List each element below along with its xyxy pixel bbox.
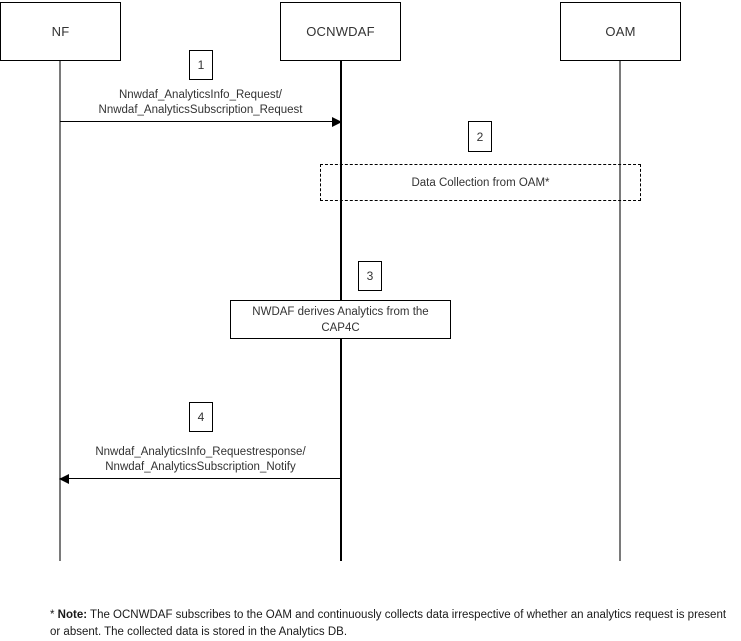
footnote-note: * Note: The OCNWDAF subscribes to the OA… — [50, 607, 730, 641]
step-badge-1: 1 — [189, 50, 213, 80]
participant-label-oam: OAM — [605, 24, 636, 39]
participant-box-ocnwdaf[interactable]: OCNWDAF — [280, 2, 401, 61]
step-number-3: 3 — [366, 269, 374, 283]
lifeline-nf — [59, 61, 61, 561]
footnote-keyword: Note: — [57, 609, 88, 621]
step-number-2: 2 — [476, 129, 484, 144]
fragment-2-label: Data Collection from OAM* — [411, 176, 550, 189]
participant-box-nf[interactable]: NF — [0, 2, 121, 61]
participant-box-oam[interactable]: OAM — [560, 2, 681, 61]
message-1-label: Nnwdaf_AnalyticsInfo_Request/ Nnwdaf_Ana… — [98, 89, 303, 116]
message-4-line — [60, 478, 341, 479]
footnote-text: The OCNWDAF subscribes to the OAM and co… — [50, 609, 727, 638]
activity-box-3-nwdaf-derives-analytics[interactable]: NWDAF derives Analytics from the CAP4C — [230, 300, 451, 339]
step-badge-2: 2 — [468, 121, 492, 152]
arrow-head-right-icon — [332, 116, 342, 127]
lifeline-oam — [619, 61, 621, 561]
step-number-1: 1 — [197, 58, 205, 72]
activity-box-3-label: NWDAF derives Analytics from the CAP4C — [252, 305, 429, 334]
arrow-head-left-icon — [59, 473, 69, 484]
message-1-nnwdaf-analytics-request[interactable]: Nnwdaf_AnalyticsInfo_Request/ Nnwdaf_Ana… — [60, 75, 342, 127]
message-4-label: Nnwdaf_AnalyticsInfo_Requestresponse/ Nn… — [95, 446, 306, 473]
message-4-nnwdaf-analytics-response[interactable]: Nnwdaf_AnalyticsInfo_Requestresponse/ Nn… — [59, 432, 341, 484]
fragment-2-data-collection-from-oam[interactable]: Data Collection from OAM* — [320, 164, 641, 201]
participant-label-nf: NF — [51, 24, 70, 39]
step-number-4: 4 — [197, 410, 205, 424]
message-1-line — [60, 121, 341, 122]
footnote-marker: * — [50, 609, 58, 621]
step-badge-3: 3 — [358, 261, 382, 291]
step-badge-4: 4 — [189, 402, 213, 432]
participant-label-ocnwdaf: OCNWDAF — [306, 24, 375, 39]
